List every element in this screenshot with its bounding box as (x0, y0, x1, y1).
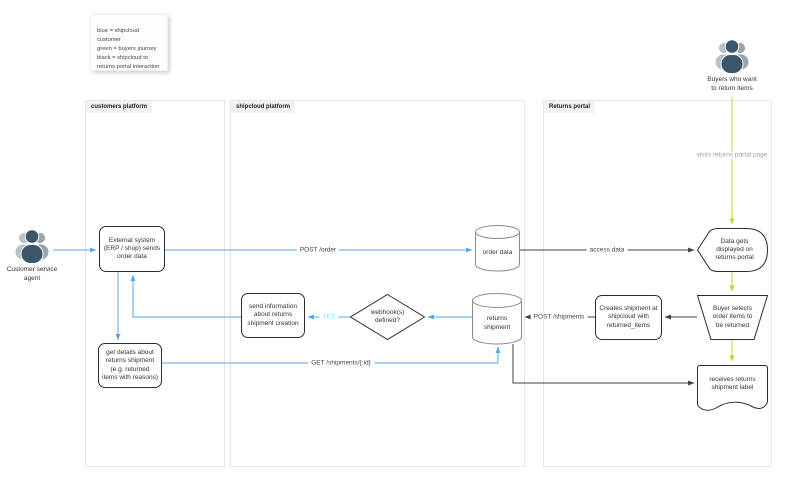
lane-header-returns-portal: Returns portal (544, 101, 596, 113)
people-icon (714, 39, 750, 74)
lane-returns-portal: Returns portal (543, 100, 772, 467)
edge-send-info-to-external (130, 274, 241, 318)
edge-label-post-order: POST /order (296, 246, 340, 254)
edge-label-post-shipments: POST /shipments (530, 313, 588, 321)
diamond-shape (349, 293, 426, 341)
edge-label-yes: YES (319, 313, 339, 321)
lane-header-shipcloud-platform: shipcloud platform (231, 101, 295, 113)
edge-label-visits-portal: visits returns portal page (693, 151, 771, 159)
node-get-details: get details about returns shipment (e.g.… (98, 343, 162, 388)
document-shape (697, 365, 768, 411)
lane-shipcloud-platform: shipcloud platform (230, 100, 525, 467)
node-label: order data (482, 248, 513, 256)
actor-buyers: Buyers who want to return items (706, 37, 758, 94)
node-creates-shipment: Creates shipment at shipcloud with retur… (595, 295, 662, 340)
edge-returns-to-receives-label (512, 344, 695, 386)
legend-note: blue = shipcloud customer green = buyers… (90, 14, 168, 71)
node-receives-label: receives returns shipment label (697, 365, 768, 413)
database-icon (475, 225, 520, 272)
node-label: receives returns shipment label (709, 375, 756, 391)
node-label: Data gets displayed on returns portal (715, 237, 754, 262)
node-webhook-decision: webhook(s) defined? (349, 293, 426, 341)
trapezoid-shape (696, 295, 769, 340)
display-shape (696, 228, 769, 272)
actor-label: Customer service agent (6, 266, 58, 282)
node-returns-shipment: returns shipment (472, 293, 522, 345)
database-icon (472, 293, 522, 345)
node-label: Buyer selects order items to be returned (712, 305, 753, 329)
node-order-data: order data (475, 225, 520, 272)
node-label: webhook(s) defined? (370, 308, 405, 324)
lane-customers-platform: customers platform (85, 100, 225, 467)
node-buyer-selects: Buyer selects order items to be returned (696, 295, 769, 340)
node-external-system: External system (ERP / shop) sends order… (99, 226, 165, 272)
people-icon (14, 229, 50, 264)
actor-customer-service-agent: Customer service agent (6, 227, 58, 284)
lane-header-customers-platform: customers platform (86, 101, 153, 113)
actor-label: Buyers who want to return items (707, 76, 757, 92)
edge-label-get-shipments: GET /shipments/{:id} (308, 359, 374, 367)
node-data-displayed: Data gets displayed on returns portal (696, 228, 769, 272)
node-send-info: send information about returns shipment … (241, 293, 305, 338)
node-label: returns shipment (483, 315, 511, 331)
edge-get-shipments (162, 346, 501, 364)
edge-label-access-data: access data (586, 246, 628, 254)
